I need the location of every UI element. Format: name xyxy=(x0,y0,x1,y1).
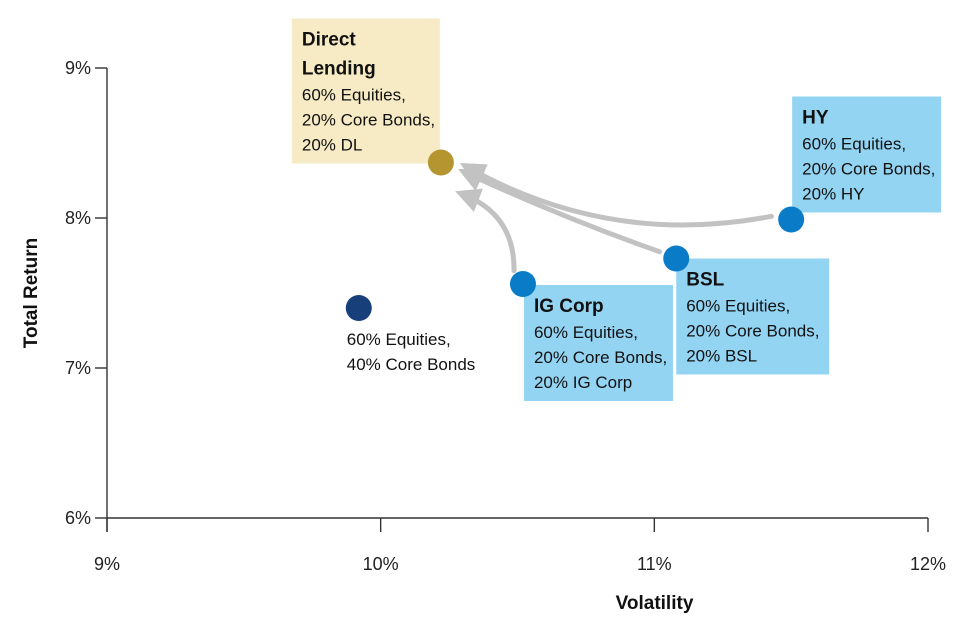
ig-label-line: 60% Equities, xyxy=(534,323,638,342)
x-axis-title: Volatility xyxy=(616,593,694,614)
base-label-line: 40% Core Bonds xyxy=(347,355,476,374)
x-tick-label: 12% xyxy=(910,554,946,574)
hy-label-line: 60% Equities, xyxy=(802,135,906,154)
ig-label-title: IG Corp xyxy=(534,296,604,317)
point-layer xyxy=(345,149,805,321)
y-tick-label: 8% xyxy=(65,208,91,228)
hy-label-line: 20% Core Bonds, xyxy=(802,160,935,179)
bsl-label-line: 60% Equities, xyxy=(686,297,790,316)
label-text-layer: 60% Equities, 40% Core Bonds IG Corp 60% Eq… xyxy=(302,30,936,393)
arrow-bsl-to-dl xyxy=(458,168,663,255)
arrow-layer xyxy=(455,162,774,274)
data-point-ig xyxy=(509,271,536,297)
bsl-label-title: BSL xyxy=(686,270,724,291)
bsl-label-box xyxy=(676,258,830,375)
arrow-ig-to-dl xyxy=(455,188,517,274)
bsl-label-line: 20% BSL xyxy=(686,347,757,366)
data-point-base xyxy=(345,295,372,321)
data-point-dl xyxy=(427,149,454,176)
hy-label-box xyxy=(792,96,942,213)
dl-label-title: Direct xyxy=(302,30,357,51)
tick-layer: 9% 10% 11% 12% 6% 7% 8% 9% xyxy=(65,58,946,574)
dl-label-box xyxy=(291,18,440,164)
ig-label-line: 20% IG Corp xyxy=(534,373,632,392)
y-tick-label: 6% xyxy=(65,508,91,528)
x-tick-label: 10% xyxy=(363,554,399,574)
x-tick-label: 9% xyxy=(94,554,120,574)
y-axis-title: Total Return xyxy=(21,238,42,348)
ig-label-line: 20% Core Bonds, xyxy=(534,348,667,367)
dl-label-line: 20% DL xyxy=(302,136,362,155)
y-tick-label: 9% xyxy=(65,58,91,78)
x-tick-label: 11% xyxy=(637,554,672,574)
axes xyxy=(106,68,928,532)
y-tick-label: 7% xyxy=(65,358,91,378)
data-point-hy xyxy=(778,206,805,233)
base-label-line: 60% Equities, xyxy=(347,330,451,349)
hy-label-line: 20% HY xyxy=(802,185,864,204)
hy-label-title: HY xyxy=(802,108,829,129)
arrow-hy-to-dl xyxy=(460,162,774,228)
bsl-label-line: 20% Core Bonds, xyxy=(686,322,819,341)
ig-label-box xyxy=(523,285,673,401)
dl-label-line: 20% Core Bonds, xyxy=(302,111,435,130)
data-point-bsl xyxy=(663,245,690,272)
dl-label-line: 60% Equities, xyxy=(302,86,406,105)
dl-label-title: Lending xyxy=(302,59,376,80)
label-box-layer xyxy=(291,18,942,401)
